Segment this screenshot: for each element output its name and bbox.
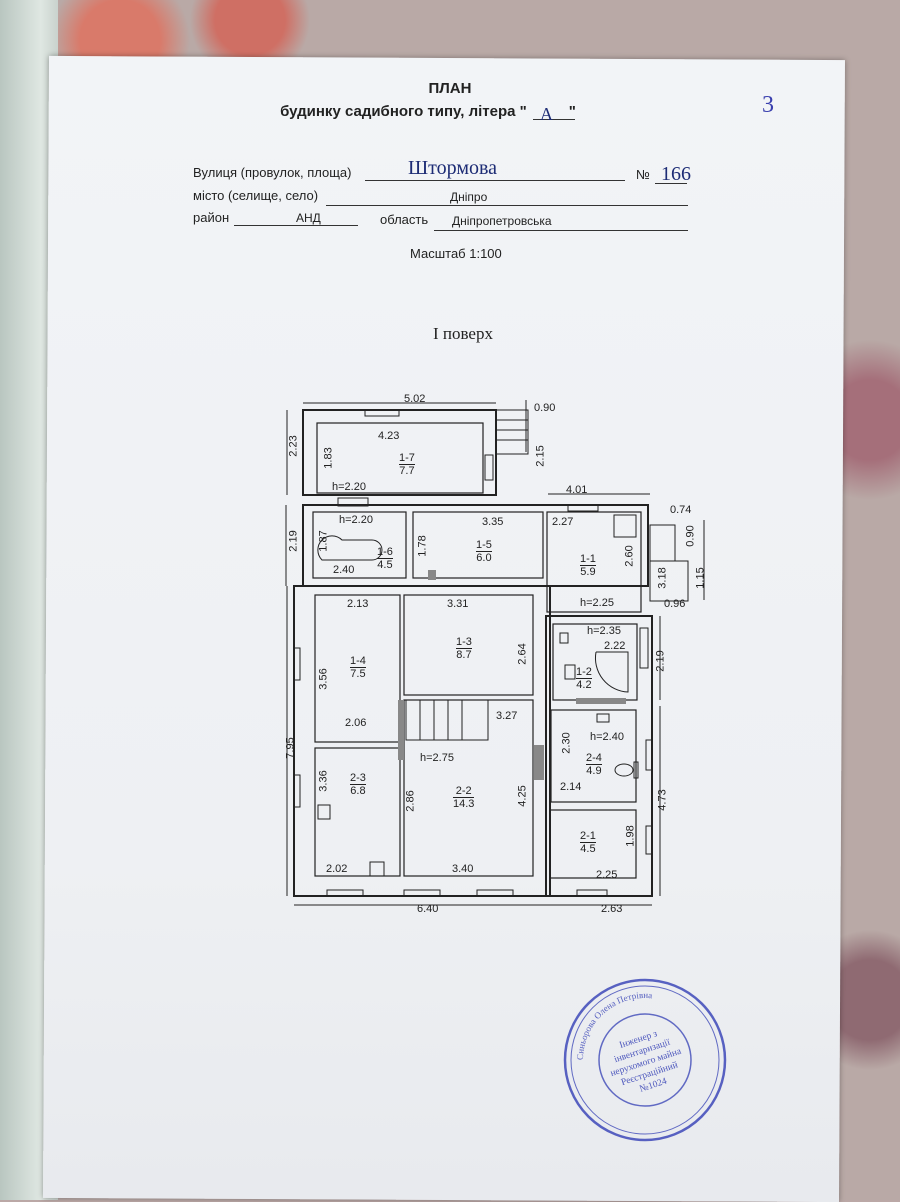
- height-label: h=2.35: [587, 625, 621, 637]
- dim-label: 0.74: [670, 504, 692, 516]
- scale-label: Масштаб 1:100: [410, 246, 502, 261]
- dim-label: 3.31: [447, 598, 469, 610]
- dim-label: 2.19: [654, 650, 667, 672]
- street-line: [365, 180, 625, 181]
- city-line: [326, 205, 688, 206]
- height-label: h=2.25: [580, 597, 614, 609]
- dim-label: 2.19: [287, 530, 300, 552]
- dim-label: 4.23: [378, 430, 400, 442]
- district-value: АНД: [296, 211, 321, 225]
- dim-label: 4.25: [516, 785, 529, 807]
- litera-value: А: [540, 104, 553, 124]
- dim-label: 3.35: [482, 516, 504, 528]
- document-title: ПЛАН: [428, 80, 472, 97]
- dim-label: 2.27: [552, 516, 574, 528]
- dim-label: 3.18: [656, 567, 669, 589]
- height-label: h=2.20: [339, 514, 373, 526]
- dim-label: 7.95: [284, 737, 297, 759]
- dim-label: 2.60: [623, 545, 636, 567]
- district-label: район: [193, 210, 230, 225]
- dim-label: 3.56: [317, 668, 330, 690]
- main-block-walls: [293, 585, 551, 897]
- dim-label: 3.27: [496, 710, 518, 722]
- floor-title: I поверх: [433, 324, 493, 343]
- number-value: 166: [661, 163, 691, 185]
- city-label: місто (селище, село): [193, 188, 319, 203]
- dim-label: 0.90: [534, 402, 556, 414]
- dim-label: 2.14: [560, 781, 582, 793]
- litera-underline: [533, 119, 575, 120]
- city-value: Дніпро: [450, 190, 488, 204]
- dim-label: 2.15: [534, 445, 547, 467]
- dim-label: 2.02: [326, 863, 348, 875]
- dim-label: 5.02: [404, 393, 426, 405]
- region-line: [434, 230, 688, 231]
- dim-label: 2.40: [333, 564, 355, 576]
- dim-label: 2.86: [404, 790, 417, 812]
- document-subtitle: будинку садибного типу, літера "": [280, 103, 576, 120]
- height-label: h=2.40: [590, 731, 624, 743]
- dim-label: 0.96: [664, 598, 686, 610]
- dim-label: 1.78: [416, 535, 429, 557]
- dim-label: 2.63: [601, 903, 623, 915]
- region-value: Дніпропетровська: [452, 214, 552, 228]
- dim-label: 2.22: [604, 640, 626, 652]
- dim-label: 4.01: [566, 484, 588, 496]
- dim-label: 1.83: [322, 447, 335, 469]
- page-number-handwritten: 3: [762, 92, 774, 118]
- dim-label: 0.90: [684, 525, 697, 547]
- dim-label: 2.13: [347, 598, 369, 610]
- dim-label: 2.25: [596, 869, 618, 881]
- seal-stamp: Синьорова Олена Петрівна Інженер з інвен…: [563, 978, 727, 1142]
- dim-label: 1.98: [624, 825, 637, 847]
- number-line: [655, 183, 687, 184]
- street-value: Штормова: [408, 157, 498, 179]
- dim-label: 2.23: [287, 435, 300, 457]
- dim-label: 2.30: [560, 732, 573, 754]
- dim-label: 2.06: [345, 717, 367, 729]
- height-label: h=2.75: [420, 752, 454, 764]
- height-label: h=2.20: [332, 481, 366, 493]
- dim-label: 3.36: [317, 770, 330, 792]
- number-label: №: [636, 167, 650, 182]
- dim-label: 6.40: [417, 903, 439, 915]
- dim-label: 1.15: [694, 567, 707, 589]
- dim-label: 2.64: [516, 643, 529, 665]
- dim-label: 1.87: [317, 530, 330, 552]
- region-label: область: [380, 212, 429, 227]
- street-label: Вулиця (провулок, площа): [193, 165, 352, 180]
- district-line: [234, 225, 358, 226]
- dim-label: 3.40: [452, 863, 474, 875]
- dim-label: 4.73: [656, 789, 669, 811]
